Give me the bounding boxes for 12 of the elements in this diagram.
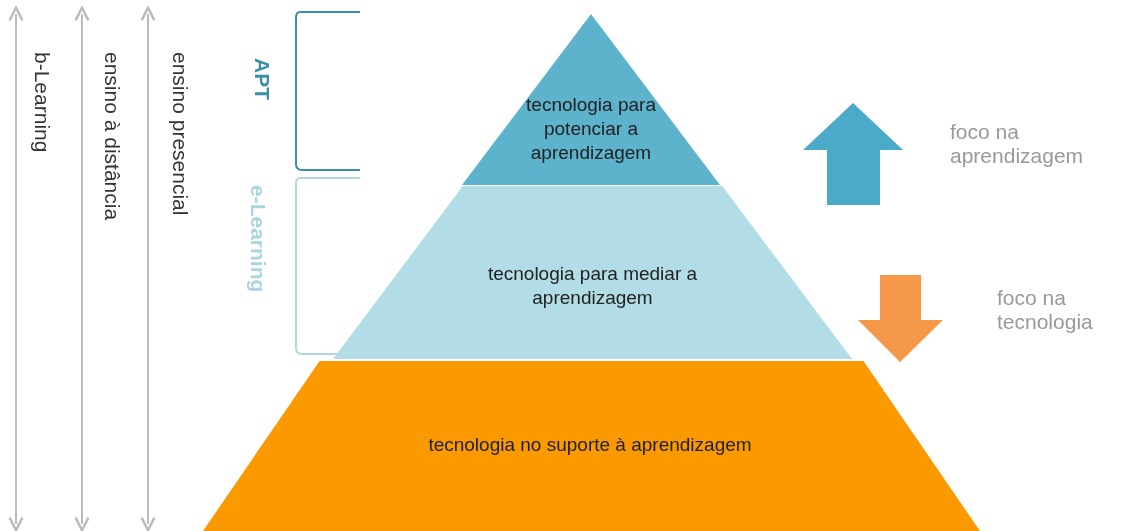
tier-label: tecnologia para potenciar a aprendizagem — [525, 93, 657, 165]
pyramid-tier — [203, 361, 980, 531]
axis-label: ensino presencial — [168, 52, 192, 216]
side-note: foco na aprendizagem — [950, 120, 1085, 169]
tier-label: tecnologia no suporte à aprendizagem — [427, 433, 753, 457]
pyramid-tier — [333, 186, 852, 359]
axis-label: ensino à distância — [100, 52, 124, 221]
axis-label: b-Learning — [30, 52, 54, 153]
tier-label: tecnologia para mediar a aprendizagem — [486, 262, 699, 310]
bracket-label: APT — [250, 58, 274, 100]
side-note: foco na tecnologia — [997, 286, 1094, 335]
bracket-label: e-Learning — [246, 185, 270, 293]
